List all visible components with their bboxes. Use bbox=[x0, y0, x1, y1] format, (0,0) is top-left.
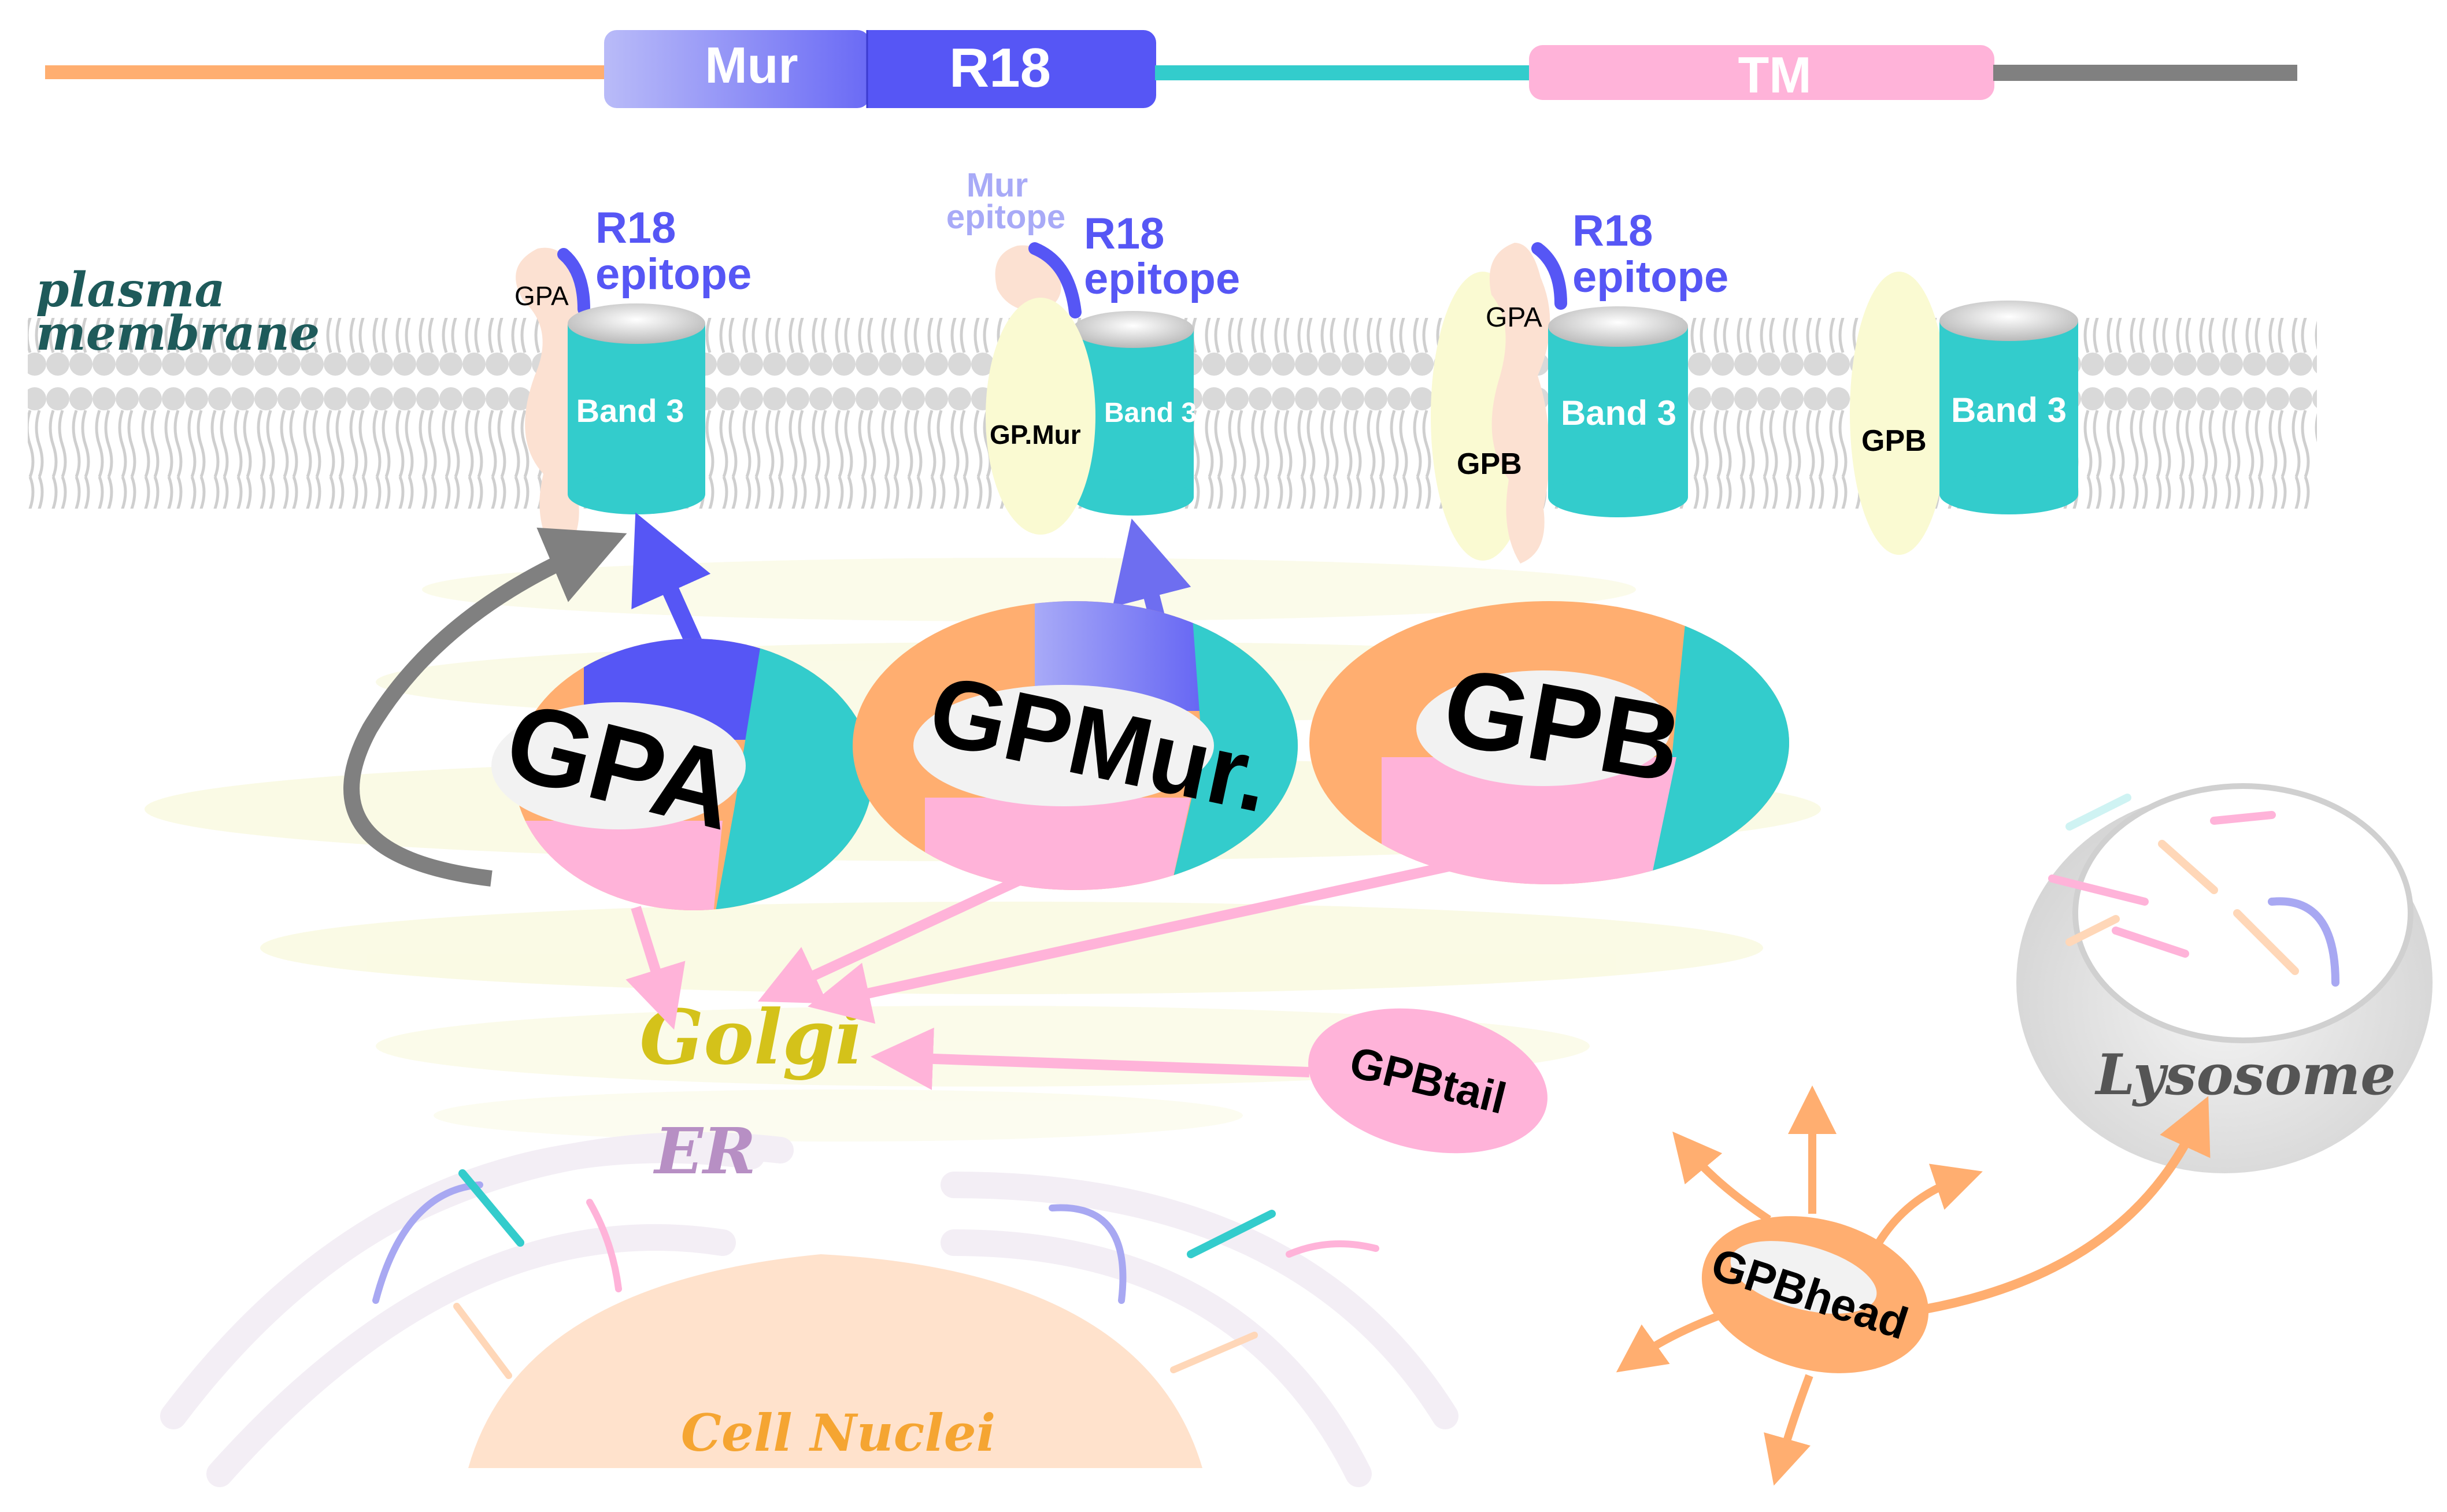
complex-gpa-gpb-band3: R18 epitope GPA GPB Band 3 bbox=[1431, 206, 1728, 564]
domain-bar: Mur R18 TM bbox=[45, 30, 2297, 108]
gpa-protein-3 bbox=[1489, 243, 1550, 564]
complex-gpb-band3: GPB Band 3 bbox=[1850, 272, 2078, 555]
r18-epitope-word: epitope bbox=[595, 250, 752, 299]
r18-epitope-word-3: epitope bbox=[1572, 253, 1728, 302]
r18-epitope-title-2: R18 bbox=[1084, 209, 1164, 258]
n-terminal-segment bbox=[45, 65, 623, 79]
gray-recycling-arrow bbox=[343, 527, 627, 887]
gpa-small-label: GPA bbox=[514, 281, 569, 311]
nucleus-shape bbox=[468, 1254, 1202, 1468]
mur-domain-label: Mur bbox=[705, 36, 798, 94]
band3-label-4: Band 3 bbox=[1951, 391, 2067, 429]
mur-domain bbox=[604, 30, 870, 108]
gpbhead-to-lysosome-arrow bbox=[1924, 1096, 2211, 1314]
band3-cylinder-3 bbox=[1548, 327, 1688, 497]
r18-epitope-mark bbox=[557, 248, 590, 316]
er-label: ER bbox=[653, 1114, 756, 1188]
band3-label: Band 3 bbox=[576, 392, 684, 429]
gpa-to-golgi-arrow bbox=[625, 906, 686, 1030]
golgi-label: Golgi bbox=[639, 993, 863, 1081]
r18-epitope-title: R18 bbox=[595, 203, 676, 253]
gpbtail-protein: GPBtail bbox=[1308, 1008, 1548, 1154]
gpmur-ellipse: GPMur. bbox=[853, 601, 1298, 890]
gpbtail-to-golgi-arrow bbox=[871, 1027, 1310, 1090]
complex-gpmur-band3: Mur epitope R18 epitope GP.Mur Band 3 bbox=[946, 166, 1240, 535]
membrane-label-line2: membrane bbox=[36, 306, 320, 361]
r18-epitope-title-3: R18 bbox=[1572, 206, 1653, 255]
tm-domain bbox=[1529, 45, 1994, 100]
gpb-protein-4 bbox=[1850, 272, 1948, 555]
gpa-small-label-3: GPA bbox=[1486, 302, 1542, 333]
band3-label-3: Band 3 bbox=[1561, 394, 1676, 432]
er-membranes bbox=[160, 1132, 1458, 1487]
gpb-small-label-4: GPB bbox=[1861, 424, 1927, 458]
mur-epitope-title: Mur bbox=[967, 166, 1028, 204]
er-mrna-fragments bbox=[372, 1169, 1379, 1379]
gpb-small-label-3: GPB bbox=[1457, 447, 1522, 481]
band3-cylinder bbox=[568, 324, 705, 494]
gpmur-head bbox=[995, 245, 1061, 312]
band3-label-2: Band 3 bbox=[1104, 398, 1197, 428]
c-terminal-segment bbox=[1993, 65, 2297, 81]
nucleus-label: Cell Nuclei bbox=[681, 1403, 995, 1463]
gpbhead-group: GPBhead bbox=[1616, 1085, 2211, 1486]
tm-domain-label: TM bbox=[1738, 46, 1811, 103]
membrane-label-line1: plasma bbox=[36, 262, 225, 318]
r18-epitope-word-2: epitope bbox=[1084, 254, 1240, 303]
band3-cylinder-4 bbox=[1939, 321, 2078, 494]
r18-domain bbox=[867, 30, 1156, 108]
gpmur-small-label: GP.Mur bbox=[990, 420, 1081, 450]
complex-gpa-band3: R18 epitope GPA Band 3 bbox=[514, 203, 752, 555]
lysosome-label: Lysosome bbox=[2094, 1042, 2396, 1107]
r18-domain-label: R18 bbox=[949, 37, 1051, 99]
mur-epitope-word: epitope bbox=[946, 198, 1065, 236]
gpb-to-golgi-arrow bbox=[808, 853, 1487, 1024]
r18-epitope-mark-2 bbox=[1028, 242, 1082, 318]
gpmur-protein bbox=[986, 298, 1095, 535]
r18-epitope-mark-3 bbox=[1531, 242, 1567, 310]
lysosome: Lysosome bbox=[2016, 783, 2433, 1173]
linker-segment bbox=[1155, 65, 1542, 80]
